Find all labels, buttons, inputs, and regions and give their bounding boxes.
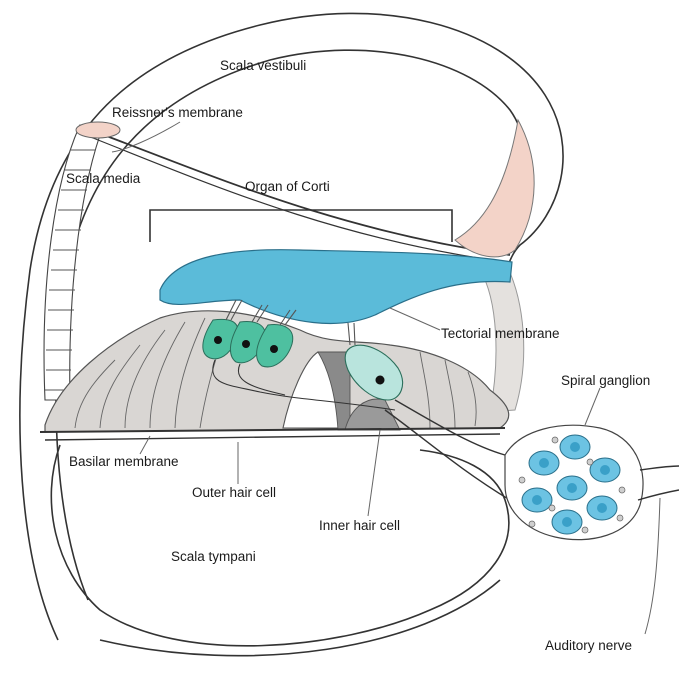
label-organ-of-corti: Organ of Corti [245, 179, 330, 194]
label-scala-tympani: Scala tympani [171, 549, 256, 564]
organ-of-corti-bracket [150, 210, 452, 242]
label-outer-hair-cell: Outer hair cell [192, 485, 276, 500]
label-tectorial-membrane: Tectorial membrane [441, 326, 560, 341]
label-spiral-ganglion: Spiral ganglion [561, 373, 650, 388]
label-reissners-membrane: Reissner's membrane [112, 105, 243, 120]
outer-hair-cell-nucleus-1 [214, 336, 222, 344]
outer-hair-cell-nucleus-2 [242, 340, 250, 348]
label-scala-vestibuli: Scala vestibuli [220, 58, 306, 73]
scala-tympani-outline [51, 445, 509, 646]
inner-hair-cell-nucleus [376, 376, 385, 385]
reissners-membrane-attachment [76, 122, 120, 138]
spiral-ligament-stripes [44, 125, 100, 400]
label-scala-media: Scala media [66, 171, 141, 186]
scala-tympani-outer-curve [100, 580, 500, 656]
auditory-nerve-lower [638, 490, 679, 500]
stria-vascularis [455, 120, 534, 257]
label-auditory-nerve: Auditory nerve [545, 638, 632, 653]
label-basilar-membrane: Basilar membrane [69, 454, 179, 469]
auditory-nerve-upper [640, 466, 679, 470]
label-inner-hair-cell: Inner hair cell [319, 518, 400, 533]
outer-hair-cell-nucleus-3 [270, 345, 278, 353]
basilar-membrane-lower [45, 434, 500, 440]
